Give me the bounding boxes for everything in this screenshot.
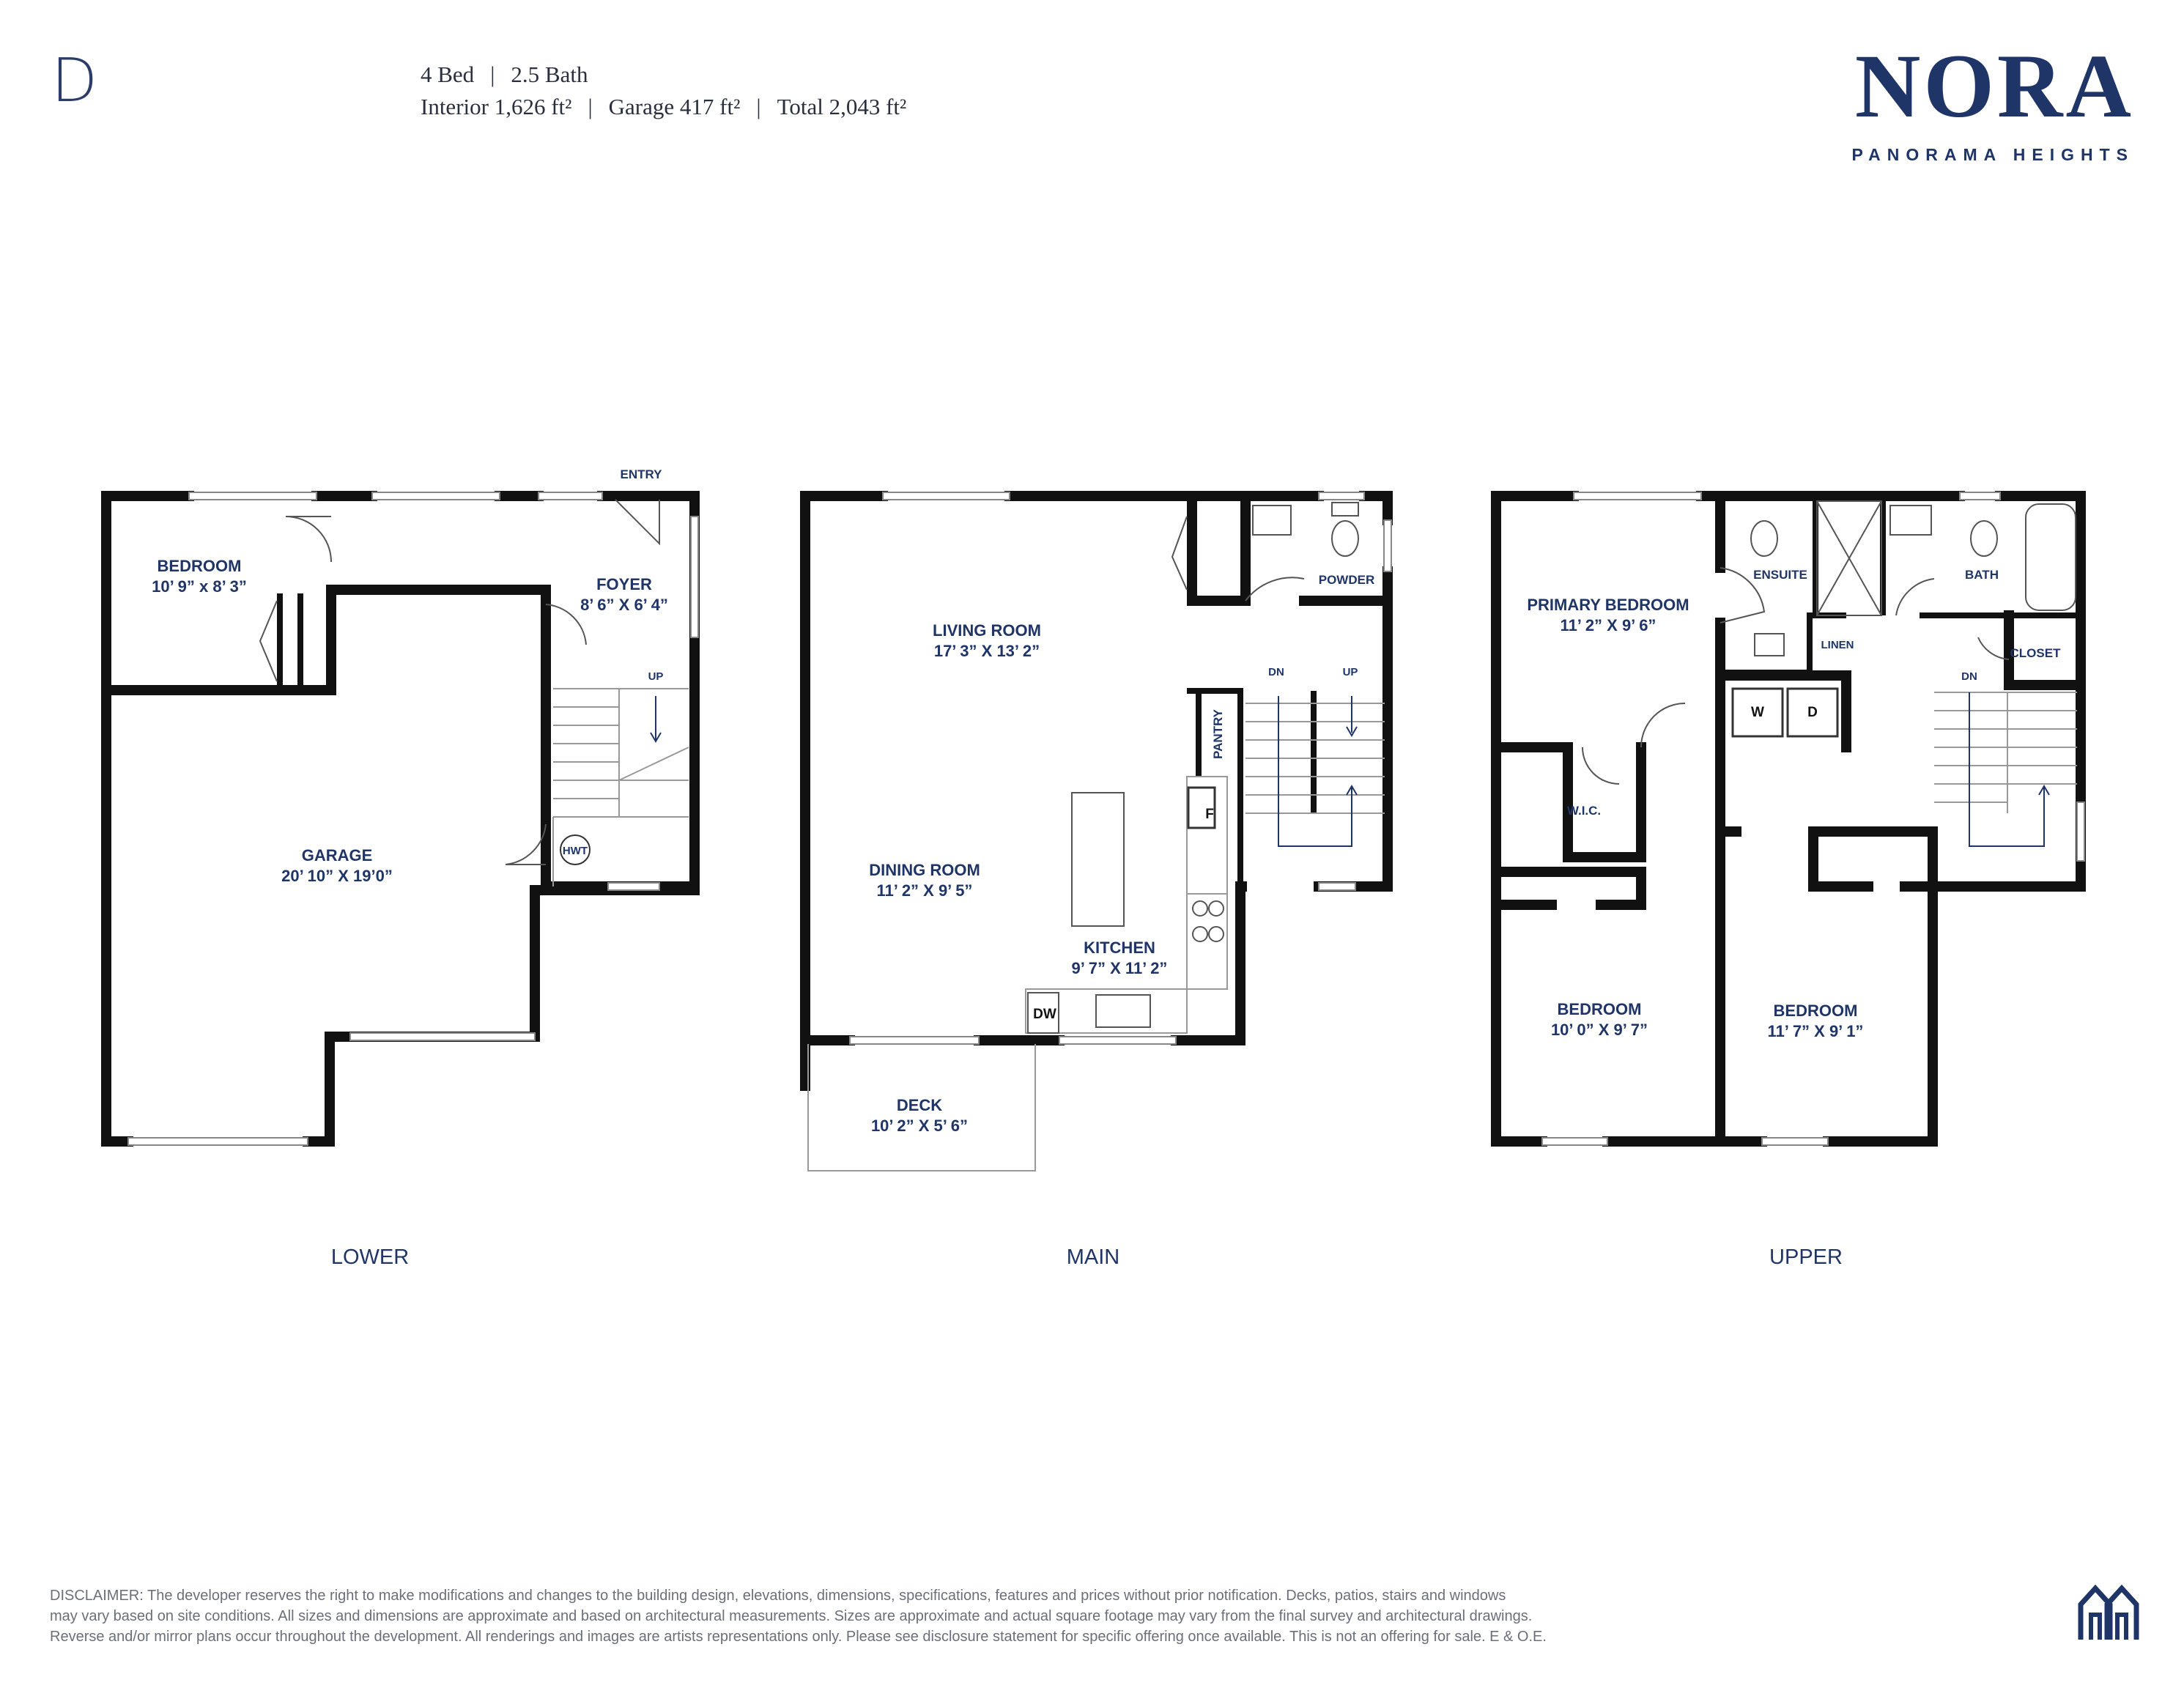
washer-label: W [1751, 705, 1764, 720]
upper-floor-plan: PRIMARY BEDROOM 11’ 2” X 9’ 6” ENSUITE B… [1491, 491, 2086, 1147]
bath-count: 2.5 Bath [511, 62, 588, 87]
ensuite-label: ENSUITE [1753, 568, 1807, 582]
main-floor-plan: LIVING ROOM 17’ 3” X 13’ 2” DINING ROOM … [800, 491, 1393, 1171]
wic-label: W.I.C. [1567, 804, 1601, 818]
dishwasher-label: DW [1033, 1007, 1056, 1022]
brand-logo: NORA PANORAMA HEIGHTS [1852, 41, 2135, 165]
plan-letter: D [51, 46, 98, 116]
lower-up-label: UP [648, 670, 664, 683]
dining-room-dims: 11’ 2” X 9’ 5” [877, 881, 973, 900]
main-dn-label: DN [1268, 666, 1284, 678]
lower-level-label: LOWER [330, 1245, 410, 1269]
spec-separator: | [756, 94, 761, 119]
area-specs: Interior 1,626 ft² | Garage 417 ft² | Total … [421, 94, 906, 120]
bedroom-3-name: BEDROOM [1774, 1002, 1858, 1020]
bedroom-2-name: BEDROOM [1558, 1000, 1642, 1018]
powder-label: POWDER [1319, 573, 1375, 587]
primary-bedroom-dims: 11’ 2” X 9’ 6” [1561, 616, 1656, 634]
disclaimer-line-1: DISCLAIMER: The developer reserves the r… [50, 1588, 1506, 1604]
bed-bath-specs: 4 Bed | 2.5 Bath [421, 62, 588, 88]
disclaimer-line-3: Reverse and/or mirror plans occur throug… [50, 1629, 1547, 1645]
garage-name: GARAGE [302, 846, 373, 865]
garage-dims: 20’ 10” X 19’0” [281, 867, 393, 885]
main-up-label: UP [1343, 666, 1358, 678]
pantry-label: PANTRY [1211, 708, 1225, 759]
disclaimer-line-2: may vary based on site conditions. All s… [50, 1608, 1533, 1624]
disclaimer: DISCLAIMER: The developer reserves the r… [50, 1585, 1720, 1647]
houses-logo-icon [2078, 1584, 2139, 1640]
lower-floor-plan: BEDROOM 10’ 9” x 8’ 3” FOYER 8’ 6” X 6’ … [101, 467, 700, 1147]
bed-count: 4 Bed [421, 62, 475, 87]
deck-name: DECK [897, 1096, 942, 1114]
living-room-name: LIVING ROOM [933, 621, 1041, 640]
spec-separator: | [490, 62, 495, 87]
linen-label: LINEN [1821, 639, 1854, 651]
fridge-label: F [1205, 807, 1214, 822]
kitchen-dims: 9’ 7” X 11’ 2” [1072, 959, 1168, 977]
closet-label: CLOSET [2010, 646, 2062, 660]
entry-label: ENTRY [621, 467, 663, 481]
bath-label: BATH [1965, 568, 1999, 582]
primary-bedroom-name: PRIMARY BEDROOM [1527, 596, 1689, 614]
upper-level-label: UPPER [1769, 1245, 1843, 1269]
hwt-label: HWT [563, 845, 588, 857]
living-room-dims: 17’ 3” X 13’ 2” [934, 642, 1040, 660]
foyer-name: FOYER [596, 575, 652, 593]
brand-subtitle: PANORAMA HEIGHTS [1851, 145, 2134, 164]
spec-separator: | [588, 94, 593, 119]
total-area: Total 2,043 ft² [777, 94, 907, 119]
lower-bedroom-dims: 10’ 9” x 8’ 3” [152, 577, 247, 596]
foyer-dims: 8’ 6” X 6’ 4” [580, 596, 668, 614]
dining-room-name: DINING ROOM [869, 861, 980, 879]
bedroom-2-dims: 10’ 0” X 9’ 7” [1551, 1021, 1648, 1039]
garage-area: Garage 417 ft² [608, 94, 741, 119]
upper-dn-label: DN [1961, 670, 1977, 683]
deck-dims: 10’ 2” X 5’ 6” [871, 1117, 968, 1135]
bedroom-3-dims: 11’ 7” X 9’ 1” [1768, 1022, 1864, 1040]
main-level-label: MAIN [1066, 1245, 1120, 1269]
interior-area: Interior 1,626 ft² [421, 94, 572, 119]
brand-name: NORA [1854, 36, 2134, 136]
dryer-label: D [1807, 705, 1818, 720]
kitchen-name: KITCHEN [1084, 939, 1155, 957]
lower-bedroom-name: BEDROOM [158, 557, 242, 575]
